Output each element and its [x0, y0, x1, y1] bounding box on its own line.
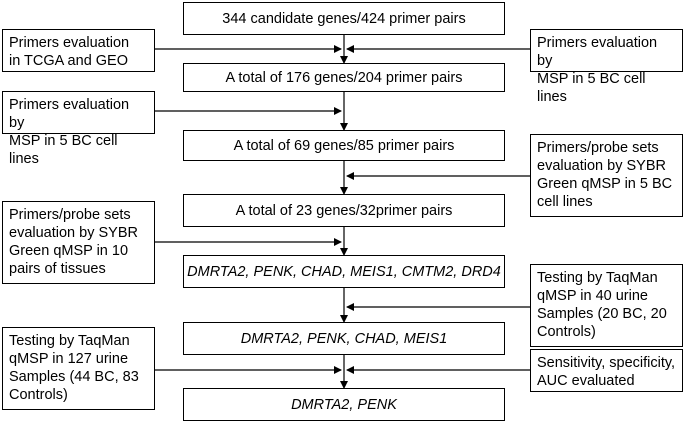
eval-line: cell lines — [537, 194, 593, 210]
eval-line: Samples (44 BC, 83 — [9, 369, 139, 385]
step-1-box: 344 candidate genes/424 primer pairs — [183, 2, 505, 35]
eval-sybr-tissues-box: Primers/probe sets evaluation by SYBR Gr… — [2, 201, 155, 284]
eval-line: Controls) — [537, 324, 596, 340]
eval-sensitivity-box: Sensitivity, specificity, AUC evaluated — [530, 349, 683, 392]
eval-line: Samples (20 BC, 20 — [537, 306, 667, 322]
eval-line: pairs of tissues — [9, 261, 106, 277]
eval-sybr-cells-box: Primers/probe sets evaluation by SYBR Gr… — [530, 134, 683, 217]
eval-line: qMSP in 127 urine — [9, 351, 129, 367]
eval-line: Primers evaluation by — [537, 35, 658, 69]
eval-line: Green qMSP in 5 BC — [537, 176, 673, 192]
eval-line: qMSP in 40 urine — [537, 288, 648, 304]
eval-line: Sensitivity, specificity, — [537, 355, 676, 371]
step-6-box: DMRTA2, PENK, CHAD, MEIS1 — [183, 322, 505, 355]
eval-line: MSP in 5 BC cell lines — [537, 71, 646, 105]
eval-line: Primers evaluation — [9, 35, 130, 51]
eval-line: evaluation by SYBR — [537, 158, 666, 174]
eval-line: Testing by TaqMan — [537, 270, 658, 286]
step-2-box: A total of 176 genes/204 primer pairs — [183, 63, 505, 92]
eval-line: Primers/probe sets — [537, 140, 659, 156]
eval-line: Controls) — [9, 387, 68, 403]
eval-line: in TCGA and GEO — [9, 53, 129, 69]
eval-line: Primers evaluation by — [9, 97, 130, 131]
eval-tcga-geo-box: Primers evaluation in TCGA and GEO — [2, 29, 155, 72]
eval-line: Green qMSP in 10 — [9, 243, 129, 259]
eval-taqman-127-box: Testing by TaqMan qMSP in 127 urine Samp… — [2, 327, 155, 410]
eval-msp-left-box: Primers evaluation by MSP in 5 BC cell l… — [2, 91, 155, 167]
eval-taqman-40-box: Testing by TaqMan qMSP in 40 urine Sampl… — [530, 264, 683, 347]
step-4-box: A total of 23 genes/32primer pairs — [183, 194, 505, 227]
eval-line: AUC evaluated — [537, 373, 635, 389]
eval-line: MSP in 5 BC cell lines — [9, 133, 118, 167]
step-7-box: DMRTA2, PENK — [183, 388, 505, 421]
step-3-box: A total of 69 genes/85 primer pairs — [183, 130, 505, 161]
eval-msp-right-box: Primers evaluation by MSP in 5 BC cell l… — [530, 29, 683, 105]
eval-line: evaluation by SYBR — [9, 225, 138, 241]
eval-line: Testing by TaqMan — [9, 333, 130, 349]
eval-line: Primers/probe sets — [9, 207, 131, 223]
step-5-box: DMRTA2, PENK, CHAD, MEIS1, CMTM2, DRD4 — [183, 255, 505, 288]
